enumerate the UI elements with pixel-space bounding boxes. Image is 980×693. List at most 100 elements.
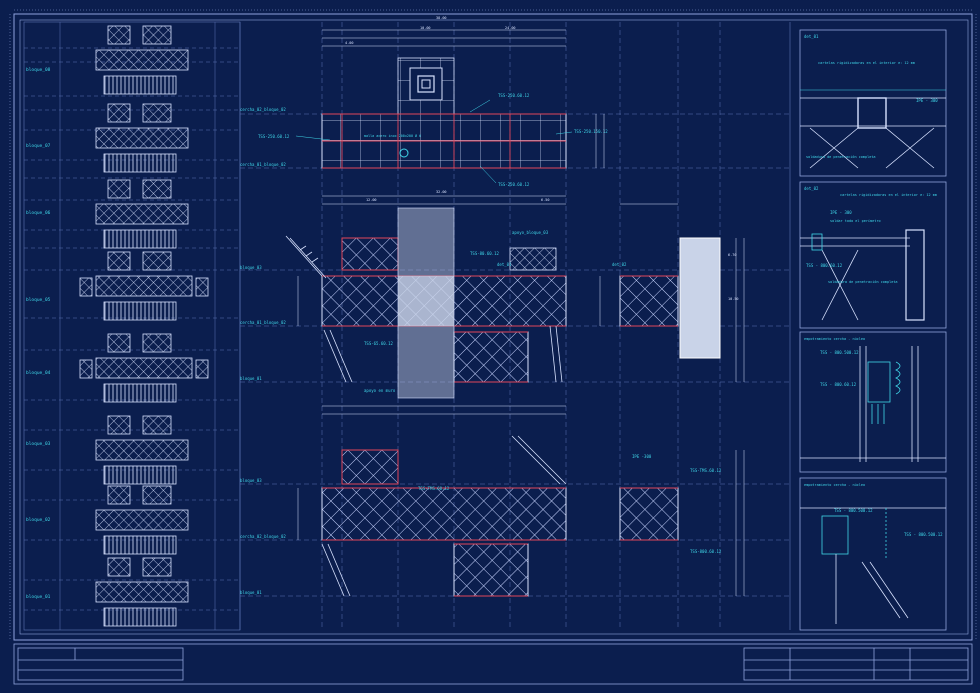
dim-h: 10.50 <box>728 297 739 301</box>
block-upper-right <box>142 485 172 505</box>
dim-g: 6.70 <box>728 253 736 257</box>
detail-2-weld2: soldadura de penetración completa <box>828 280 898 284</box>
label-bloque-01-mid: bloque_01 <box>240 376 262 381</box>
detail-4-drawing <box>800 507 946 624</box>
label-bloque-01: bloque_01 <box>26 594 51 600</box>
block-middle <box>95 509 189 531</box>
block-upper-left <box>107 25 131 45</box>
detail-1-ipe: IPE - 300 <box>916 98 938 103</box>
dim-d: 6.50 <box>541 198 549 202</box>
block-upper-left <box>107 251 131 271</box>
sheet-frame <box>9 9 977 641</box>
block-lower <box>103 75 177 95</box>
detail-1-weld: soldadura de penetración completa <box>806 155 876 159</box>
callout-tss-mid-2: TSS-800.60.12 <box>690 549 722 554</box>
detail-1-title: det_01 <box>804 34 819 39</box>
label-bloque-02: bloque_02 <box>26 517 51 523</box>
label-cercha-02-low: cercha_02_bloque_02 <box>240 534 286 539</box>
block-middle <box>95 203 189 225</box>
right-dimensions <box>297 114 745 596</box>
label-bloque-07: bloque_07 <box>26 143 51 149</box>
callout-tss250-right: TSS-250.150.12 <box>574 129 608 134</box>
callout-det01: det_01 <box>497 262 512 267</box>
detail-1-note: cartelas rigidizadoras en el interior e:… <box>818 61 915 65</box>
label-bloque-03-low: bloque_03 <box>240 478 262 483</box>
detail-1-drawing <box>800 89 946 169</box>
detail-2-weld1: soldar todo el perímetro <box>830 219 881 223</box>
detail-4-tss2: TSS - 800.500.12 <box>904 532 943 537</box>
callout-tss250-left: TSS-250.60.12 <box>258 134 290 139</box>
detail-4-title: empotramiento cercha - núcleo <box>804 483 865 487</box>
top-dimensions <box>322 29 678 415</box>
dim-f: 32.00 <box>436 190 447 194</box>
block-upper-left <box>107 485 131 505</box>
dim-b: 10.00 <box>420 26 431 30</box>
block-upper-right <box>142 333 172 353</box>
block-upper-right <box>142 179 172 199</box>
label-cercha-01-mid: cercha_01_bloque_02 <box>240 320 286 325</box>
middle-plan <box>285 207 721 399</box>
label-cercha-02-top: cercha_02_bloque_02 <box>240 107 286 112</box>
block-upper-left <box>107 103 131 123</box>
label-bloque-03-mid: bloque_03 <box>240 265 262 270</box>
block-upper-left <box>107 179 131 199</box>
detail-3-tss1: TSS - 800.500.12 <box>820 350 859 355</box>
left-blocks <box>79 25 209 627</box>
detail-2-note: cartelas rigidizadoras en el interior e:… <box>840 193 937 197</box>
block-lower <box>103 535 177 555</box>
title-block <box>13 643 973 685</box>
label-bloque-01-low: bloque_01 <box>240 590 262 595</box>
detail-panels <box>799 29 947 631</box>
dim-c: 4.00 <box>345 41 353 45</box>
callout-tss65: TSS-65.60.12 <box>364 341 393 346</box>
callout-tss-mid-1: TSS-TMS.60.12 <box>690 468 722 473</box>
callout-tss80: TSS-80.60.12 <box>470 251 499 256</box>
roof-plan <box>321 57 567 169</box>
label-bloque-08: bloque_08 <box>26 67 51 73</box>
block-middle <box>95 127 189 149</box>
block-upper-right <box>142 251 172 271</box>
dim-e: 12.00 <box>366 198 377 202</box>
callout-ipe300: IPE -300 <box>632 454 652 459</box>
callout-tss250-top: TSS-250.60.12 <box>498 93 530 98</box>
detail-3-title: empotramiento cercha - núcleo <box>804 337 865 341</box>
block-upper-right <box>142 25 172 45</box>
callout-tss250-bottom: TSS-250.60.12 <box>498 182 530 187</box>
dim-total-top: 38.00 <box>436 16 447 20</box>
block-middle <box>95 275 193 297</box>
block-side-right <box>195 277 209 297</box>
label-bloque-06: bloque_06 <box>26 210 51 216</box>
block-middle <box>95 49 189 71</box>
dim-a: 24.00 <box>505 26 516 30</box>
block-side-left <box>79 359 93 379</box>
callout-det02: det_02 <box>612 262 627 267</box>
callout-tss-low-1: TSS-TMS.60.12 <box>418 486 450 491</box>
detail-2-title: det_02 <box>804 186 819 191</box>
block-upper-right <box>142 415 172 435</box>
block-lower <box>103 301 177 321</box>
block-upper-left <box>107 333 131 353</box>
block-lower <box>103 153 177 173</box>
block-upper-left <box>107 415 131 435</box>
detail-3-tss2: TSS - 800.60.12 <box>820 382 857 387</box>
block-lower <box>103 607 177 627</box>
label-cercha-01-top: cercha_01_bloque_02 <box>240 162 286 167</box>
block-lower <box>103 229 177 249</box>
block-middle <box>95 439 189 461</box>
block-lower <box>103 383 177 403</box>
block-upper-left <box>107 557 131 577</box>
label-bloque-05: bloque_05 <box>26 297 51 303</box>
block-side-right <box>195 359 209 379</box>
detail-2-drawing <box>800 229 925 321</box>
block-upper-right <box>142 557 172 577</box>
malla-note: malla acero inox 200x200 Ø 6 <box>364 133 421 138</box>
block-side-left <box>79 277 93 297</box>
block-lower <box>103 465 177 485</box>
callout-apoyo-muro: apoyo en muro <box>364 388 396 393</box>
block-middle <box>95 357 193 379</box>
label-bloque-03: bloque_03 <box>26 441 51 447</box>
detail-3-drawing <box>800 346 946 462</box>
detail-2-tss: TSS - 800.60.12 <box>806 263 843 268</box>
detail-4-tss1: TSS - 800.500.12 <box>834 508 873 513</box>
